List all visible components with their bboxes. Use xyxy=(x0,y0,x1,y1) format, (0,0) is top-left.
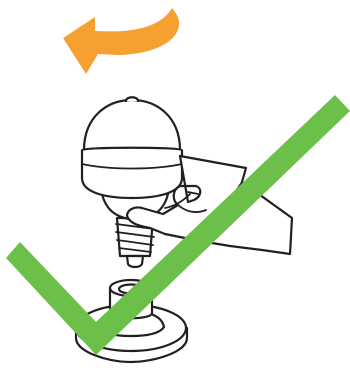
smart-bulb xyxy=(82,97,182,267)
rotate-counterclockwise-arrow-icon xyxy=(63,8,179,74)
